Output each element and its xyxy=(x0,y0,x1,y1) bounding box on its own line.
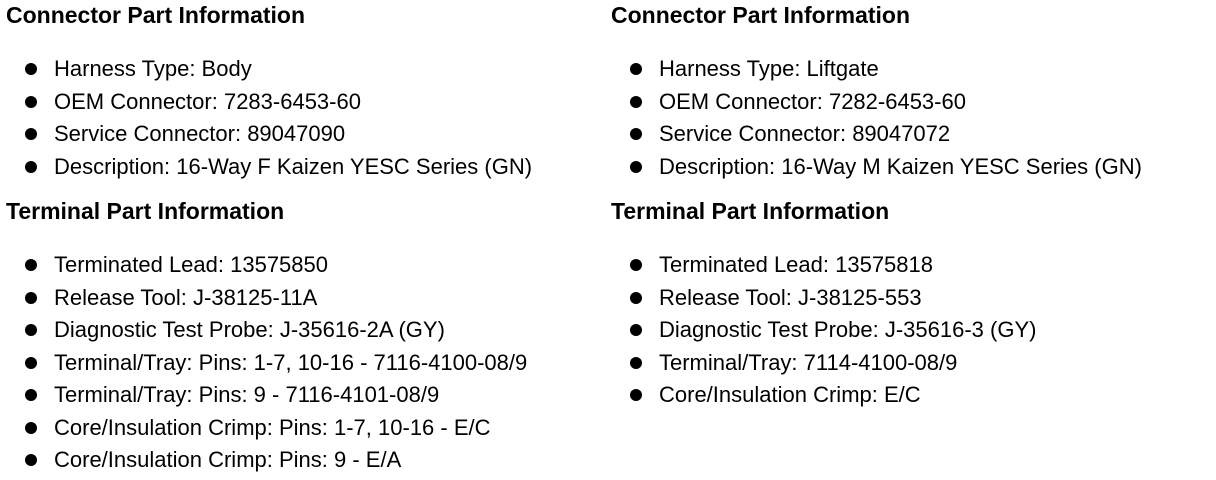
bullet-icon xyxy=(25,324,37,336)
list-item: Core/Insulation Crimp: E/C xyxy=(611,379,1036,412)
terminal-heading-right: Terminal Part Information xyxy=(611,198,890,224)
item-text: Terminated Lead: 13575850 xyxy=(54,252,328,277)
connector-list-left: Harness Type: Body OEM Connector: 7283-6… xyxy=(6,53,532,183)
item-text: Core/Insulation Crimp: Pins: 9 - E/A xyxy=(54,447,402,472)
item-text: Release Tool: J-38125-553 xyxy=(659,284,922,310)
item-text: Core/Insulation Crimp: Pins: 1-7, 10-16 … xyxy=(54,414,491,440)
bullet-icon xyxy=(630,128,642,140)
terminal-list-right: Terminated Lead: 13575818 Release Tool: … xyxy=(611,249,1036,412)
connector-heading-right: Connector Part Information xyxy=(611,2,911,28)
bullet-icon xyxy=(630,291,642,304)
item-text: Diagnostic Test Probe: J-35616-2A (GY) xyxy=(54,317,445,342)
list-item: Description: 16-Way F Kaizen YESC Series… xyxy=(6,151,532,184)
bullet-icon xyxy=(630,356,642,369)
item-text: Core/Insulation Crimp: E/C xyxy=(659,382,921,407)
list-item: Terminated Lead: 13575850 xyxy=(6,249,527,282)
list-item: Terminal/Tray: 7114-4100-08/9 xyxy=(611,347,1036,380)
list-item: Core/Insulation Crimp: Pins: 9 - E/A xyxy=(6,444,527,477)
bullet-icon xyxy=(630,324,642,336)
item-text: Description: 16-Way M Kaizen YESC Series… xyxy=(659,153,1142,179)
item-text: Description: 16-Way F Kaizen YESC Series… xyxy=(54,153,533,179)
list-item: Terminal/Tray: Pins: 9 - 7116-4101-08/9 xyxy=(6,379,527,412)
bullet-icon xyxy=(25,421,37,434)
item-text: Harness Type: Liftgate xyxy=(659,56,879,81)
bullet-icon xyxy=(630,259,642,271)
connector-heading-left: Connector Part Information xyxy=(6,2,306,28)
item-text: Release Tool: J-38125-11A xyxy=(54,284,318,310)
list-item: Terminated Lead: 13575818 xyxy=(611,249,1036,282)
list-item: Core/Insulation Crimp: Pins: 1-7, 10-16 … xyxy=(6,412,527,445)
list-item: Release Tool: J-38125-11A xyxy=(6,282,527,315)
list-item: Diagnostic Test Probe: J-35616-2A (GY) xyxy=(6,314,527,347)
bullet-icon xyxy=(25,291,37,304)
item-text: Diagnostic Test Probe: J-35616-3 (GY) xyxy=(659,317,1037,342)
list-item: Diagnostic Test Probe: J-35616-3 (GY) xyxy=(611,314,1036,347)
list-item: Release Tool: J-38125-553 xyxy=(611,282,1036,315)
bullet-icon xyxy=(25,356,37,369)
terminal-heading-left: Terminal Part Information xyxy=(6,198,285,224)
item-text: Service Connector: 89047090 xyxy=(54,121,346,146)
bullet-icon xyxy=(630,63,642,75)
list-item: OEM Connector: 7283-6453-60 xyxy=(6,86,532,119)
bullet-icon xyxy=(25,259,37,271)
bullet-icon xyxy=(25,128,37,140)
item-text: Terminal/Tray: Pins: 9 - 7116-4101-08/9 xyxy=(54,382,440,407)
item-text: Terminal/Tray: Pins: 1-7, 10-16 - 7116-4… xyxy=(54,349,528,375)
list-item: OEM Connector: 7282-6453-60 xyxy=(611,86,1142,119)
list-item: Service Connector: 89047090 xyxy=(6,118,532,151)
list-item: Harness Type: Liftgate xyxy=(611,53,1142,86)
list-item: Description: 16-Way M Kaizen YESC Series… xyxy=(611,151,1142,184)
list-item: Terminal/Tray: Pins: 1-7, 10-16 - 7116-4… xyxy=(6,347,527,380)
bullet-icon xyxy=(630,95,642,108)
bullet-icon xyxy=(630,389,642,401)
item-text: OEM Connector: 7283-6453-60 xyxy=(54,88,361,114)
bullet-icon xyxy=(630,160,642,173)
terminal-list-left: Terminated Lead: 13575850 Release Tool: … xyxy=(6,249,527,477)
item-text: Harness Type: Body xyxy=(54,56,252,81)
connector-list-right: Harness Type: Liftgate OEM Connector: 72… xyxy=(611,53,1142,183)
list-item: Service Connector: 89047072 xyxy=(611,118,1142,151)
item-text: Terminated Lead: 13575818 xyxy=(659,252,933,277)
list-item: Harness Type: Body xyxy=(6,53,532,86)
item-text: Service Connector: 89047072 xyxy=(659,121,951,146)
bullet-icon xyxy=(25,454,37,466)
item-text: Terminal/Tray: 7114-4100-08/9 xyxy=(659,349,958,375)
item-text: OEM Connector: 7282-6453-60 xyxy=(659,88,966,114)
bullet-icon xyxy=(25,160,37,173)
bullet-icon xyxy=(25,63,37,75)
bullet-icon xyxy=(25,95,37,108)
bullet-icon xyxy=(25,389,37,401)
